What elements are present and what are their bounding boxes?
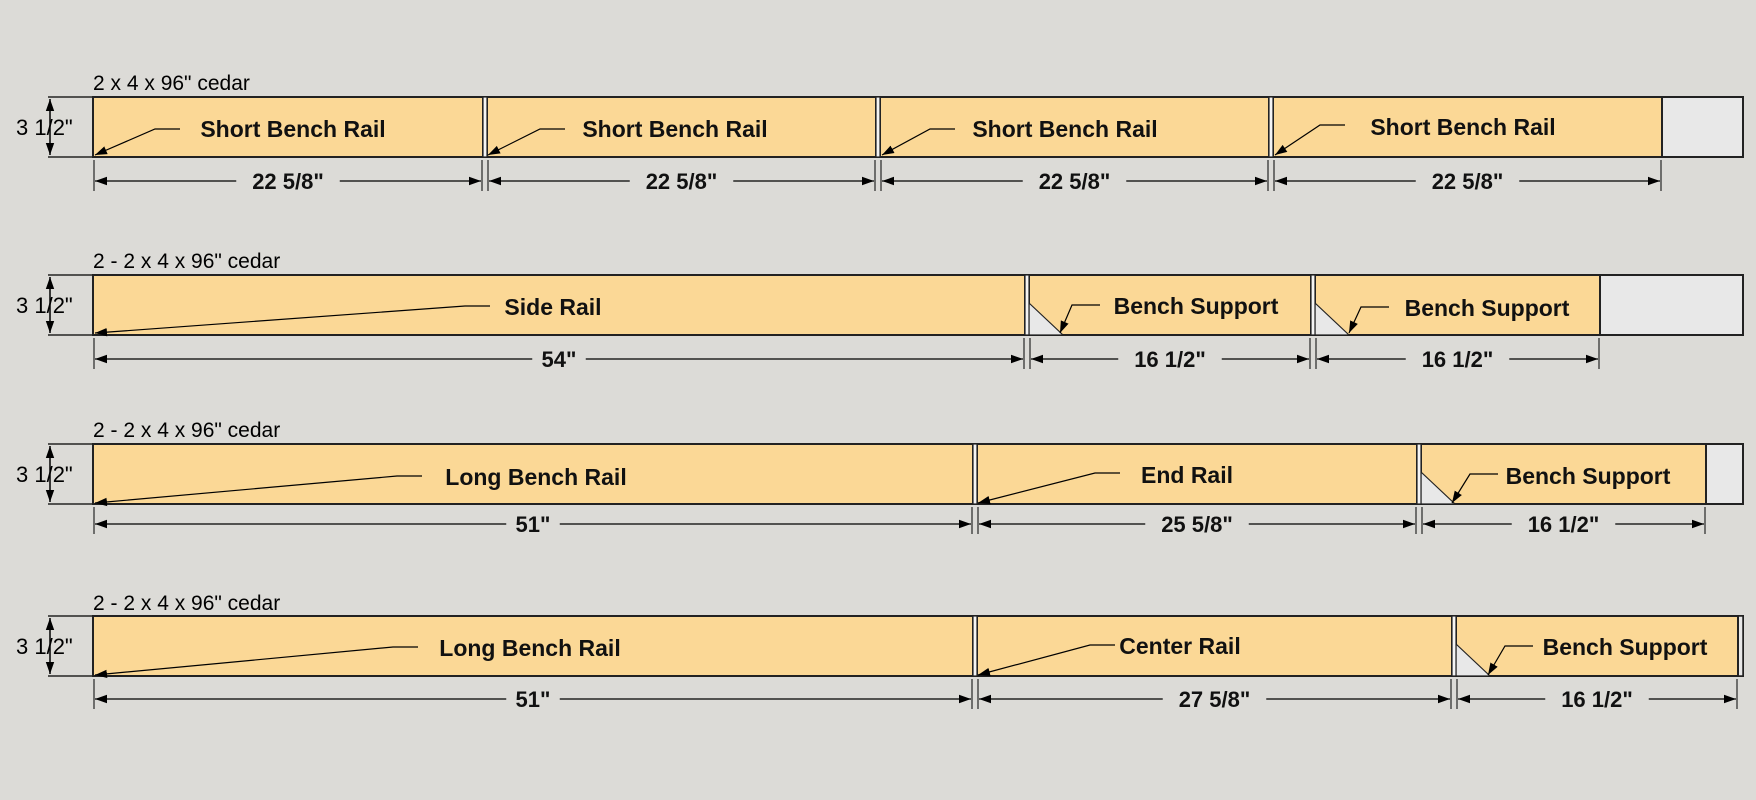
piece-body bbox=[92, 615, 974, 677]
piece-body bbox=[1420, 443, 1707, 505]
piece-label: Long Bench Rail bbox=[445, 464, 626, 490]
leader-line bbox=[1348, 306, 1389, 334]
saw-kerf bbox=[972, 443, 978, 505]
board-title: 2 - 2 x 4 x 96" cedar bbox=[93, 592, 280, 615]
piece-label: Short Bench Rail bbox=[200, 116, 385, 142]
leader-line bbox=[881, 128, 955, 156]
width-dimension-label: 3 1/2" bbox=[16, 634, 73, 659]
dimension-label: 16 1/2" bbox=[1561, 687, 1633, 712]
cut-piece: Long Bench Rail 51" bbox=[92, 443, 974, 537]
cut-piece: Short Bench Rail 22 5/8" bbox=[1272, 96, 1663, 194]
dimension-label: 51" bbox=[516, 512, 551, 537]
piece-body bbox=[92, 274, 1026, 336]
saw-kerf bbox=[1310, 274, 1316, 336]
dimension-label-mask bbox=[1118, 347, 1222, 371]
leader-line bbox=[1274, 124, 1345, 156]
piece-body bbox=[976, 443, 1418, 505]
dimension-label-mask bbox=[1145, 512, 1249, 536]
leader-line bbox=[94, 646, 418, 679]
leader-line bbox=[94, 128, 180, 156]
leader-line bbox=[1451, 473, 1498, 504]
piece-body bbox=[1272, 96, 1663, 158]
board-title: 2 - 2 x 4 x 96" cedar bbox=[93, 250, 280, 273]
dimension-label-mask bbox=[532, 347, 586, 371]
dimension-label-mask bbox=[1162, 687, 1267, 711]
dimension-label: 54" bbox=[542, 347, 577, 372]
piece-label: End Rail bbox=[1141, 462, 1233, 488]
dimension-label-mask bbox=[506, 512, 560, 536]
dimension-label: 27 5/8" bbox=[1179, 687, 1251, 712]
saw-kerf bbox=[482, 96, 488, 158]
dimension-label-mask bbox=[629, 169, 734, 193]
width-dimension-label: 3 1/2" bbox=[16, 293, 73, 318]
cut-piece: Center Rail 27 5/8" bbox=[976, 615, 1453, 712]
dimension-label-mask bbox=[1511, 512, 1616, 536]
dimension-label-mask bbox=[506, 687, 560, 711]
board-2: 2 - 2 x 4 x 96" cedar 3 1/2" Side Rail 54" B… bbox=[16, 250, 1744, 372]
piece-body bbox=[976, 615, 1453, 677]
piece-body bbox=[92, 96, 484, 158]
cut-piece: Bench Support 16 1/2" bbox=[1028, 274, 1312, 372]
leader-line bbox=[1487, 645, 1533, 676]
piece-label: Center Rail bbox=[1119, 633, 1240, 659]
piece-label: Side Rail bbox=[504, 294, 601, 320]
leader-line bbox=[977, 644, 1115, 676]
cut-piece: Side Rail 54" bbox=[92, 274, 1026, 372]
piece-label: Short Bench Rail bbox=[1370, 114, 1555, 140]
cut-piece: Short Bench Rail 22 5/8" bbox=[879, 96, 1270, 194]
saw-kerf bbox=[1024, 274, 1030, 336]
dimension-label: 22 5/8" bbox=[1039, 169, 1111, 194]
board-title: 2 - 2 x 4 x 96" cedar bbox=[93, 419, 280, 442]
cut-piece: Long Bench Rail 51" bbox=[92, 615, 974, 712]
saw-kerf bbox=[1451, 615, 1457, 677]
saw-kerf bbox=[1416, 443, 1422, 505]
saw-kerf bbox=[1268, 96, 1274, 158]
dimension-label-mask bbox=[1405, 347, 1510, 371]
dimension-label: 25 5/8" bbox=[1161, 512, 1233, 537]
dimension-label-mask bbox=[1022, 169, 1127, 193]
saw-kerf bbox=[875, 96, 881, 158]
saw-kerf bbox=[972, 615, 978, 677]
board-title: 2 x 4 x 96" cedar bbox=[93, 72, 250, 95]
leader-line bbox=[977, 472, 1120, 505]
cut-piece: End Rail 25 5/8" bbox=[976, 443, 1418, 537]
board-4: 2 - 2 x 4 x 96" cedar 3 1/2" Long Bench Ra… bbox=[16, 592, 1744, 712]
width-dimension-label: 3 1/2" bbox=[16, 115, 73, 140]
dimension-label: 16 1/2" bbox=[1422, 347, 1494, 372]
dimension-label: 22 5/8" bbox=[252, 169, 324, 194]
cut-piece: Short Bench Rail 22 5/8" bbox=[486, 96, 877, 194]
piece-label: Bench Support bbox=[1405, 295, 1570, 321]
dimension-label-mask bbox=[236, 169, 340, 193]
piece-body bbox=[1455, 615, 1739, 677]
piece-label: Long Bench Rail bbox=[439, 635, 620, 661]
dimension-label-mask bbox=[1415, 169, 1520, 193]
dimension-label: 16 1/2" bbox=[1134, 347, 1206, 372]
cut-piece: Bench Support 16 1/2" bbox=[1314, 274, 1601, 372]
piece-label: Short Bench Rail bbox=[582, 116, 767, 142]
dimension-label: 51" bbox=[516, 687, 551, 712]
board-1: 2 x 4 x 96" cedar 3 1/2" Short Bench Rail 2… bbox=[16, 72, 1744, 194]
width-dimension-label: 3 1/2" bbox=[16, 462, 73, 487]
dimension-label: 16 1/2" bbox=[1528, 512, 1600, 537]
cut-piece: Short Bench Rail 22 5/8" bbox=[92, 96, 484, 194]
dimension-label-mask bbox=[1545, 687, 1649, 711]
cut-piece: Bench Support 16 1/2" bbox=[1420, 443, 1707, 537]
piece-label: Bench Support bbox=[1114, 293, 1279, 319]
dimension-label: 22 5/8" bbox=[1432, 169, 1504, 194]
piece-label: Bench Support bbox=[1506, 463, 1671, 489]
piece-body bbox=[1314, 274, 1601, 336]
cut-piece: Bench Support 16 1/2" bbox=[1455, 615, 1739, 712]
leader-line bbox=[94, 305, 490, 337]
leader-line bbox=[1059, 304, 1100, 334]
leader-line bbox=[94, 475, 422, 507]
piece-label: Bench Support bbox=[1543, 634, 1708, 660]
leader-line bbox=[487, 128, 565, 156]
dimension-label: 22 5/8" bbox=[646, 169, 718, 194]
board-3: 2 - 2 x 4 x 96" cedar 3 1/2" Long Bench Ra… bbox=[16, 419, 1744, 537]
piece-label: Short Bench Rail bbox=[972, 116, 1157, 142]
